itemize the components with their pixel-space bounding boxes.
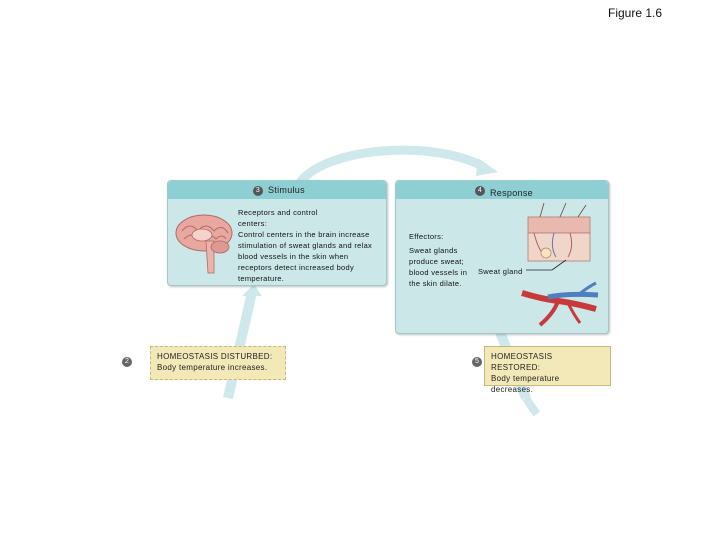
- response-panel: 4 Response Effectors: Sweat glands produ…: [395, 180, 609, 334]
- response-heading: Response: [490, 188, 533, 198]
- disturbed-title: HOMEOSTASIS DISTURBED:: [157, 352, 273, 361]
- left-arrowhead: [242, 284, 262, 296]
- step-2-badge: 2: [122, 357, 132, 367]
- effectors-description: Sweat glands produce sweat; blood vessel…: [409, 246, 468, 288]
- brain-illustration: [175, 214, 233, 274]
- figure-title: Figure 1.6: [608, 6, 663, 20]
- stimulus-panel: 3 Stimulus Receptors and control centers…: [167, 180, 387, 286]
- top-arrowhead: [476, 158, 498, 176]
- sweat-gland-leader-line: [526, 259, 567, 271]
- top-curved-arrow: [296, 145, 488, 186]
- stimulus-heading: Stimulus: [268, 185, 305, 195]
- restored-title: HOMEOSTASIS RESTORED:: [491, 352, 553, 372]
- homeostasis-disturbed-box: HOMEOSTASIS DISTURBED: Body temperature …: [150, 346, 286, 380]
- disturbed-text: Body temperature increases.: [157, 363, 268, 372]
- restored-text: Body temperature decreases.: [491, 374, 560, 394]
- step-5-badge: 5: [472, 357, 482, 367]
- right-bottom-curve: [522, 395, 541, 417]
- step-4-badge: 4: [475, 186, 485, 196]
- effectors-title: Effectors:: [409, 232, 444, 241]
- receptors-description: Control centers in the brain increase st…: [238, 230, 373, 283]
- step-3-badge: 3: [253, 186, 263, 196]
- sweat-gland-label: Sweat gland: [478, 267, 523, 276]
- receptors-title: Receptors and control centers:: [238, 208, 318, 228]
- stimulus-header: 3 Stimulus: [168, 181, 386, 199]
- homeostasis-restored-box: HOMEOSTASIS RESTORED: Body temperature d…: [484, 346, 611, 394]
- left-rising-arrow: [223, 290, 257, 400]
- skin-cross-section-illustration: [527, 203, 591, 262]
- response-header: 4 Response: [396, 181, 608, 199]
- blood-vessel-illustration: [521, 281, 599, 327]
